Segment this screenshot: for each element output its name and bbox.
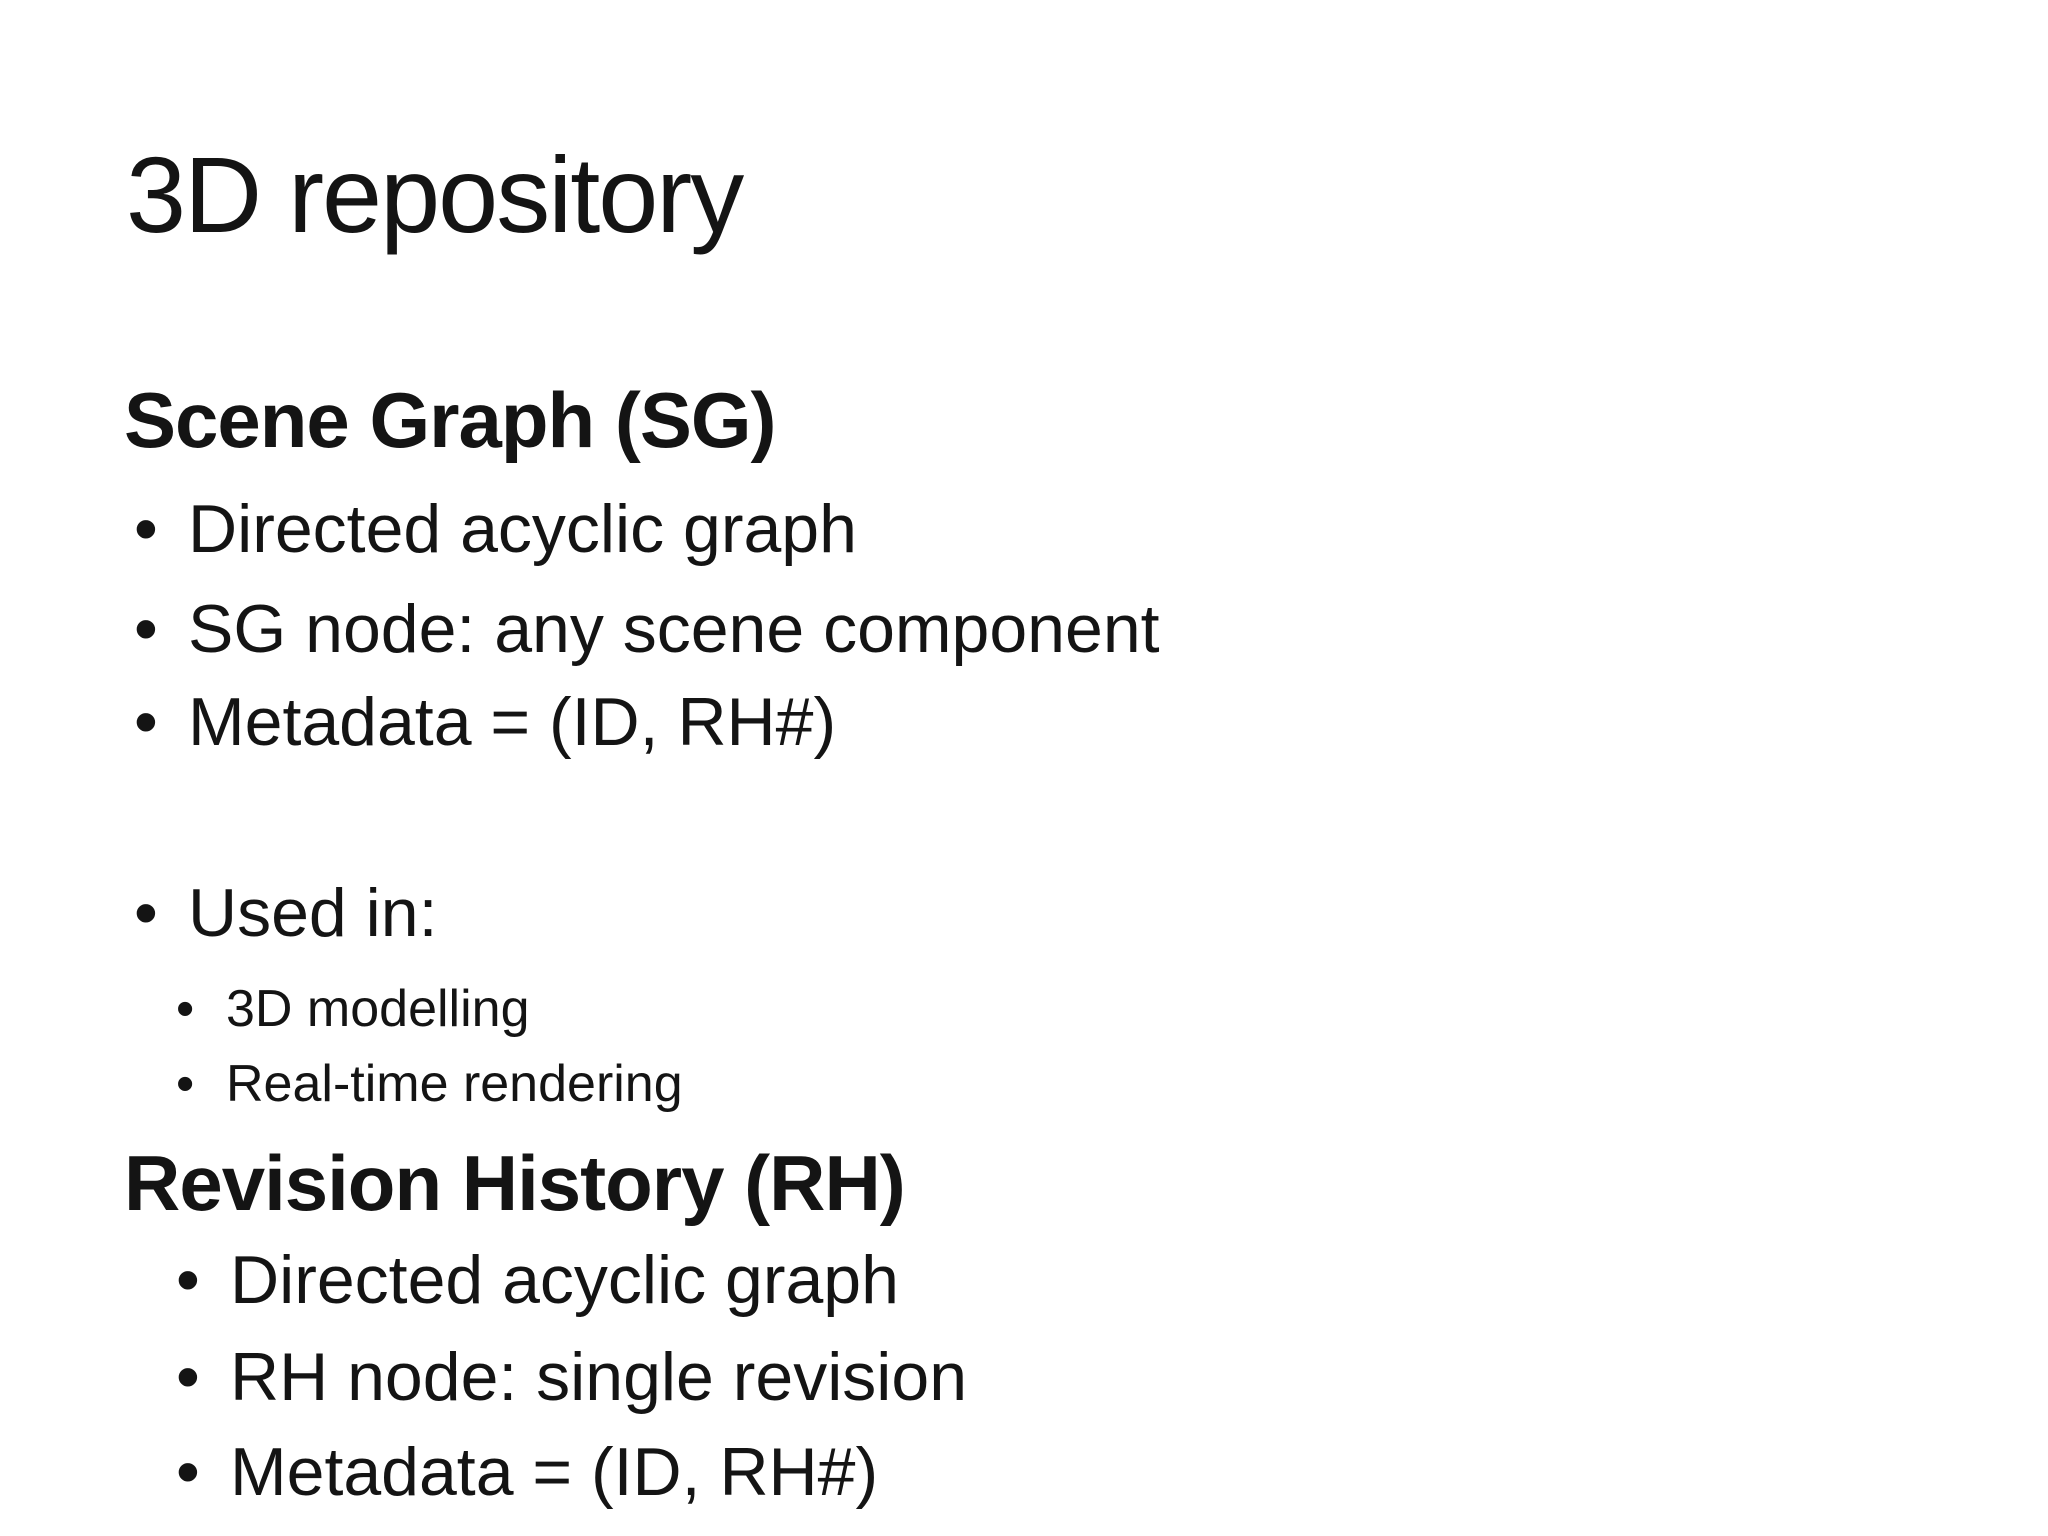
bullet-icon: • [134, 684, 158, 760]
bullet-item: • Used in: [134, 876, 437, 951]
bullet-text: RH node: single revision [230, 1339, 968, 1415]
bullet-item: • Metadata = (ID, RH#) [134, 685, 836, 760]
bullet-text: Metadata = (ID, RH#) [188, 684, 837, 760]
sub-bullet-item: • Real-time rendering [176, 1055, 683, 1113]
sub-bullet-item: • 3D modelling [176, 980, 530, 1038]
section-heading-revision-history: Revision History (RH) [124, 1139, 906, 1227]
bullet-icon: • [176, 1242, 200, 1318]
bullet-icon: • [134, 875, 158, 951]
bullet-text: SG node: any scene component [188, 591, 1160, 667]
bullet-item: • Metadata = (ID, RH#) [176, 1435, 878, 1510]
bullet-item: • RH node: single revision [176, 1340, 967, 1415]
slide-title: 3D repository [126, 134, 744, 255]
bullet-icon: • [176, 1055, 195, 1113]
bullet-text: 3D modelling [226, 980, 530, 1038]
bullet-text: Used in: [188, 875, 438, 951]
bullet-item: • Directed acyclic graph [134, 492, 857, 567]
bullet-text: Real-time rendering [226, 1055, 683, 1113]
bullet-icon: • [176, 980, 195, 1038]
bullet-item: • SG node: any scene component [134, 592, 1160, 667]
bullet-item: • Directed acyclic graph [176, 1243, 899, 1318]
bullet-text: Directed acyclic graph [188, 491, 857, 567]
bullet-icon: • [176, 1434, 200, 1510]
bullet-icon: • [134, 491, 158, 567]
bullet-icon: • [134, 591, 158, 667]
bullet-text: Metadata = (ID, RH#) [230, 1434, 879, 1510]
section-heading-scene-graph: Scene Graph (SG) [124, 376, 776, 464]
bullet-text: Directed acyclic graph [230, 1242, 899, 1318]
bullet-icon: • [176, 1339, 200, 1415]
